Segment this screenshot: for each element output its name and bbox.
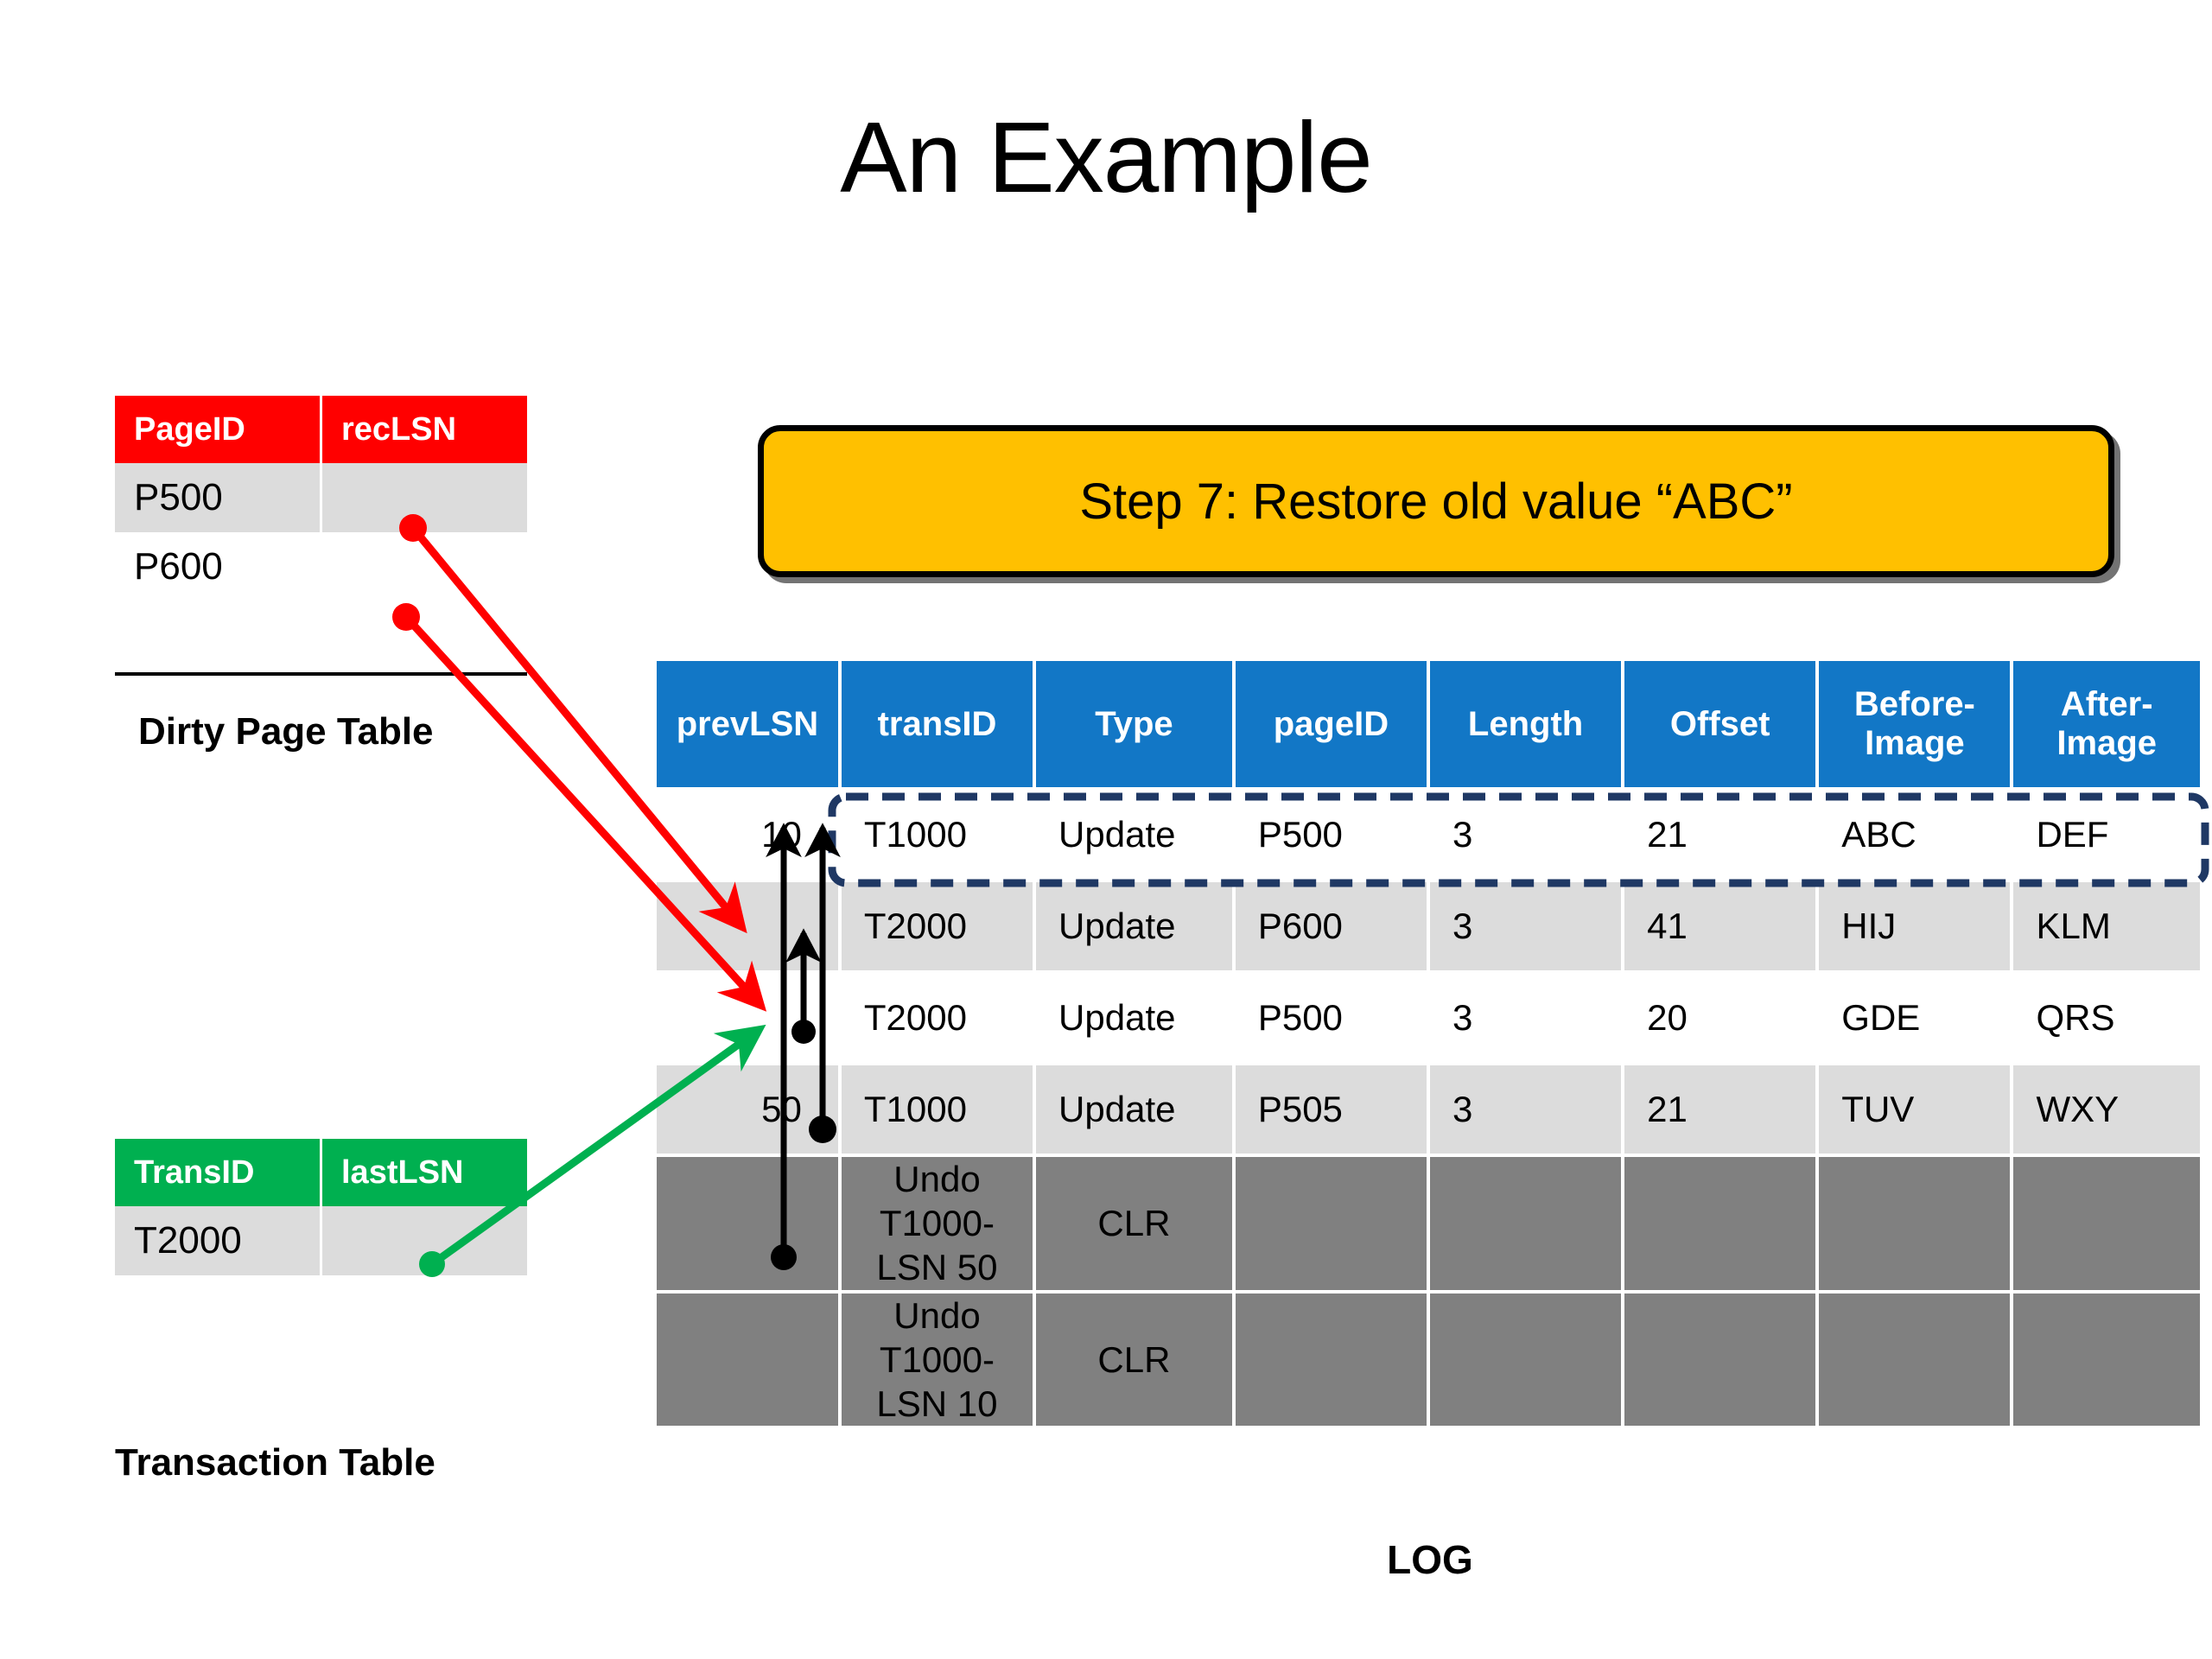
- log-cell-type: CLR: [1036, 1157, 1236, 1294]
- log-cell-before: HIJ: [1819, 882, 2014, 974]
- log-cell-length: 3: [1429, 882, 1625, 974]
- log-cell-length: [1429, 1157, 1625, 1294]
- log-cell-length: [1429, 1293, 1625, 1430]
- log-table-caption: LOG: [1387, 1537, 1473, 1582]
- log-cell-before: TUV: [1819, 1065, 2014, 1157]
- log-cell-after: WXY: [2013, 1065, 2203, 1157]
- log-column-type: Type: [1036, 661, 1236, 791]
- log-table: prevLSN transID Type pageID Length Offse…: [657, 661, 2203, 1430]
- dpt-cell-pageid: P600: [115, 532, 322, 601]
- log-cell-prevlsn: [657, 1293, 842, 1430]
- log-cell-after: KLM: [2013, 882, 2203, 974]
- table-header-row: TransID lastLSN: [115, 1139, 527, 1206]
- log-cell-prevlsn: [657, 882, 842, 974]
- log-cell-length: 3: [1429, 1065, 1625, 1157]
- dpt-cell-reclsn: [321, 463, 527, 532]
- dpt-column-reclsn: recLSN: [321, 396, 527, 463]
- step-banner: Step 7: Restore old value “ABC”: [758, 425, 2114, 577]
- log-cell-type: Update: [1036, 791, 1236, 882]
- log-cell-offset: 21: [1624, 1065, 1820, 1157]
- log-cell-before: [1819, 1293, 2014, 1430]
- table-row: Undo T1000- LSN 50 CLR: [657, 1157, 2203, 1294]
- log-cell-type: Update: [1036, 1065, 1236, 1157]
- log-cell-pageid: P500: [1235, 791, 1430, 882]
- log-column-offset: Offset: [1624, 661, 1820, 791]
- log-cell-before: ABC: [1819, 791, 2014, 882]
- log-cell-after: DEF: [2013, 791, 2203, 882]
- log-column-before-image: Before-Image: [1819, 661, 2014, 791]
- table-row: T2000: [115, 1206, 527, 1275]
- table-row: Undo T1000- LSN 10 CLR: [657, 1293, 2203, 1430]
- log-cell-type: CLR: [1036, 1293, 1236, 1430]
- log-cell-offset: 21: [1624, 791, 1820, 882]
- log-cell-prevlsn: [657, 1157, 842, 1294]
- log-cell-prevlsn: [657, 974, 842, 1065]
- log-cell-before: [1819, 1157, 2014, 1294]
- table-row: T2000 Update P500 3 20 GDE QRS: [657, 974, 2203, 1065]
- log-cell-after: [2013, 1293, 2203, 1430]
- log-cell-after: [2013, 1157, 2203, 1294]
- tt-column-lastlsn: lastLSN: [321, 1139, 527, 1206]
- dpt-cell-pageid: P500: [115, 463, 322, 532]
- log-cell-transid: Undo T1000- LSN 50: [841, 1157, 1037, 1294]
- tt-cell-transid: T2000: [115, 1206, 322, 1275]
- log-cell-offset: 41: [1624, 882, 1820, 974]
- transaction-table-caption: Transaction Table: [115, 1441, 435, 1484]
- log-cell-before: GDE: [1819, 974, 2014, 1065]
- dpt-cell-reclsn: [321, 532, 527, 601]
- log-cell-pageid: [1235, 1157, 1430, 1294]
- log-cell-type: Update: [1036, 882, 1236, 974]
- log-cell-transid: T1000: [841, 1065, 1037, 1157]
- table-row: P500: [115, 463, 527, 532]
- log-cell-offset: 20: [1624, 974, 1820, 1065]
- log-cell-transid: T2000: [841, 974, 1037, 1065]
- log-column-transid: transID: [841, 661, 1037, 791]
- dpt-column-pageid: PageID: [115, 396, 322, 463]
- table-row: 50 T1000 Update P505 3 21 TUV WXY: [657, 1065, 2203, 1157]
- table-row: 10 T1000 Update P500 3 21 ABC DEF: [657, 791, 2203, 882]
- log-cell-prevlsn: 50: [657, 1065, 842, 1157]
- table-row: P600: [115, 532, 527, 601]
- step-banner-label: Step 7: Restore old value “ABC”: [1079, 473, 1793, 530]
- log-cell-offset: [1624, 1157, 1820, 1294]
- log-cell-transid: T1000: [841, 791, 1037, 882]
- log-cell-transid: T2000: [841, 882, 1037, 974]
- table-header-row: prevLSN transID Type pageID Length Offse…: [657, 661, 2203, 791]
- log-cell-pageid: P505: [1235, 1065, 1430, 1157]
- log-cell-prevlsn: 10: [657, 791, 842, 882]
- dirty-page-table-underline: [115, 672, 527, 676]
- log-cell-type: Update: [1036, 974, 1236, 1065]
- dirty-page-table-grid: PageID recLSN P500 P600: [115, 396, 527, 601]
- log-cell-length: 3: [1429, 974, 1625, 1065]
- dirty-page-table: PageID recLSN P500 P600: [115, 396, 527, 601]
- log-table-grid: prevLSN transID Type pageID Length Offse…: [657, 661, 2203, 1430]
- log-cell-offset: [1624, 1293, 1820, 1430]
- table-header-row: PageID recLSN: [115, 396, 527, 463]
- page-title: An Example: [840, 101, 1372, 213]
- log-cell-pageid: P500: [1235, 974, 1430, 1065]
- dirty-page-table-caption: Dirty Page Table: [138, 710, 434, 753]
- tt-cell-lastlsn: [321, 1206, 527, 1275]
- transaction-table-grid: TransID lastLSN T2000: [115, 1139, 527, 1275]
- table-row: T2000 Update P600 3 41 HIJ KLM: [657, 882, 2203, 974]
- log-column-after-image: After-Image: [2013, 661, 2203, 791]
- log-cell-after: QRS: [2013, 974, 2203, 1065]
- log-cell-pageid: [1235, 1293, 1430, 1430]
- log-column-pageid: pageID: [1235, 661, 1430, 791]
- log-cell-length: 3: [1429, 791, 1625, 882]
- log-column-prevlsn: prevLSN: [657, 661, 842, 791]
- log-cell-transid: Undo T1000- LSN 10: [841, 1293, 1037, 1430]
- log-cell-pageid: P600: [1235, 882, 1430, 974]
- transaction-table: TransID lastLSN T2000: [115, 1139, 527, 1275]
- tt-column-transid: TransID: [115, 1139, 322, 1206]
- log-column-length: Length: [1429, 661, 1625, 791]
